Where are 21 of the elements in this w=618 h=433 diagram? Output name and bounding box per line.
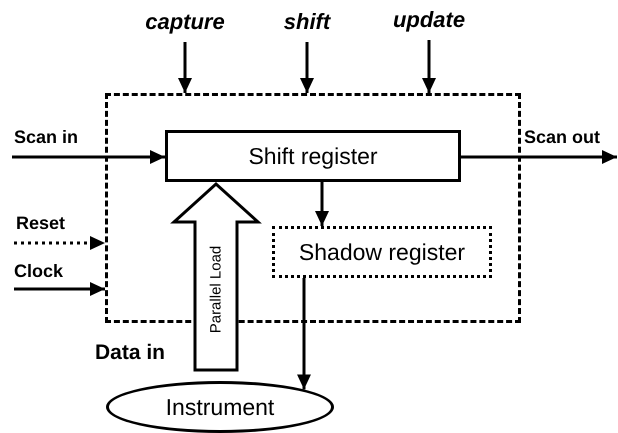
register-box: Shift register bbox=[165, 130, 461, 182]
note-label: Data in bbox=[95, 341, 166, 365]
block-arrow bbox=[170, 182, 262, 372]
signal-label: update bbox=[379, 4, 479, 36]
dotted-register-box: Shadow register bbox=[272, 226, 492, 278]
edge-label: Clock bbox=[14, 262, 64, 282]
signal-label: shift bbox=[270, 6, 344, 38]
arrow bbox=[12, 150, 165, 164]
arrow bbox=[300, 42, 314, 93]
edge-label: Scan out bbox=[524, 128, 600, 148]
instrument-ellipse: Instrument bbox=[106, 381, 334, 433]
arrow bbox=[14, 236, 105, 250]
edge-label: Scan in bbox=[14, 128, 78, 148]
arrow bbox=[315, 182, 329, 226]
arrow bbox=[297, 278, 311, 390]
signal-label: capture bbox=[140, 6, 230, 38]
arrow bbox=[14, 282, 105, 296]
edge-label: Parallel Load bbox=[208, 244, 224, 336]
arrow bbox=[178, 42, 192, 93]
arrow bbox=[422, 40, 436, 93]
edge-label: Reset bbox=[16, 214, 66, 234]
